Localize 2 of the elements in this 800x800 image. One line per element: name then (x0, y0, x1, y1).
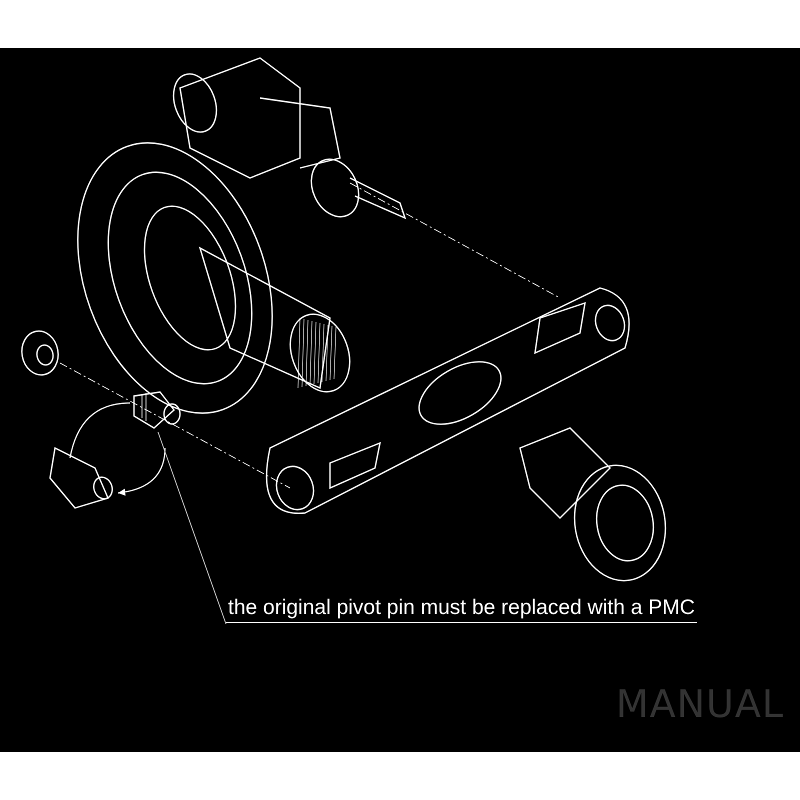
callout-text: the original pivot pin must be replaced with a PMC (226, 596, 697, 623)
leader-line (158, 432, 226, 624)
